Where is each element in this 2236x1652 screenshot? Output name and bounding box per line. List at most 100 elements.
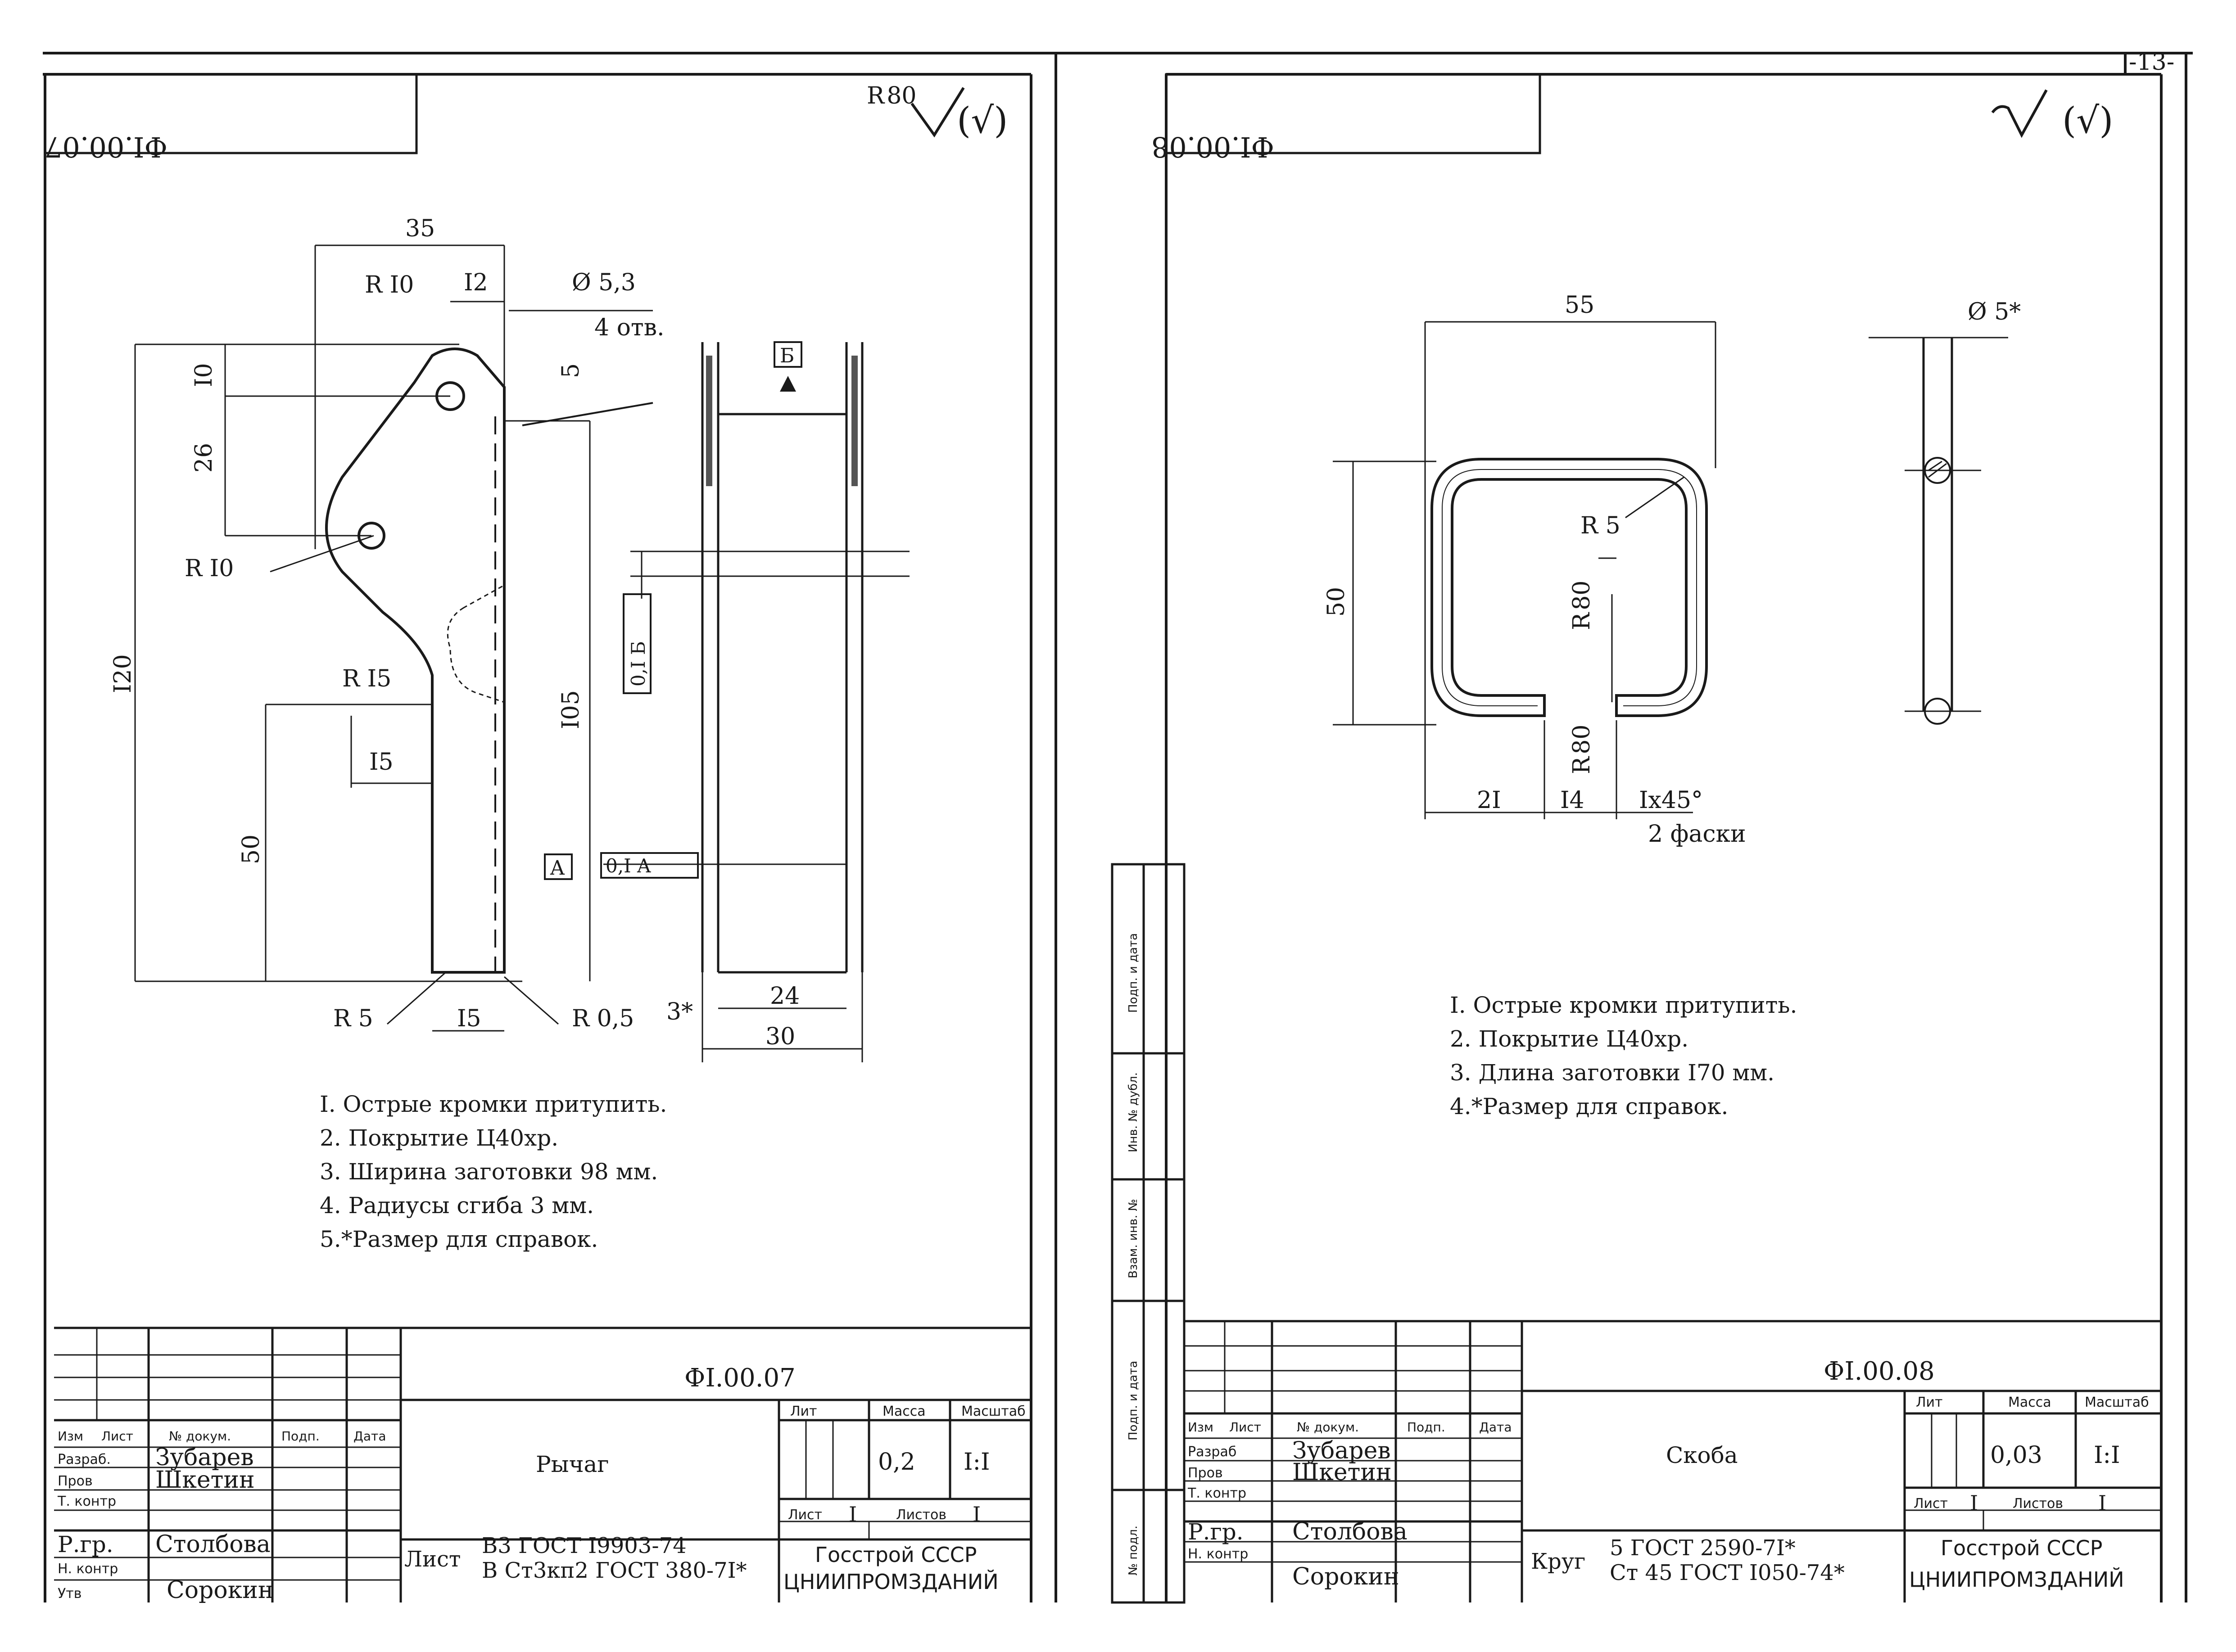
left-org-1: Госстрой СССР: [815, 1543, 977, 1567]
right-note-1: I. Острые кромки притупить.: [1450, 992, 1797, 1018]
left-sheets-no: I: [973, 1502, 981, 1526]
right-person-5: Сорокин: [1292, 1563, 1399, 1590]
right-person-4: Столбова: [1292, 1518, 1408, 1545]
side-label-3: Взам. инв. №: [1127, 1199, 1140, 1278]
right-notes: I. Острые кромки притупить. 2. Покрытие …: [1450, 992, 1797, 1119]
bracket-outline: [1430, 458, 1708, 717]
side-label-5: № подл.: [1127, 1526, 1140, 1575]
right-lit-label: Лит: [1916, 1395, 1943, 1410]
dim-15-bot: I5: [457, 1005, 481, 1032]
tol-perp-text: 0,I A: [606, 855, 651, 877]
tol-parallel-text: 0,I Б: [627, 641, 649, 686]
left-notes: I. Острые кромки притупить. 2. Покрытие …: [320, 1091, 667, 1252]
dim-105: I05: [557, 690, 584, 729]
page-number: -13-: [2129, 49, 2174, 76]
right-note-4: 4.*Размер для справок.: [1450, 1093, 1728, 1119]
right-hdr-date: Дата: [1479, 1420, 1512, 1435]
left-sheet-no: I: [849, 1502, 857, 1526]
right-note-2: 2. Покрытие Ц40хр.: [1450, 1026, 1688, 1052]
left-scale-label: Масштаб: [961, 1404, 1026, 1419]
right-note-3: 3. Длина заготовки I70 мм.: [1450, 1060, 1774, 1086]
dim-chamfer-count: 2 фаски: [1648, 821, 1746, 848]
left-org-2: ЦНИИПРОМЗДАНИЙ: [783, 1570, 999, 1594]
datum-b-label: Б: [780, 344, 794, 367]
right-hdr-izm: Изм: [1188, 1420, 1213, 1435]
right-role-1: Разраб: [1188, 1444, 1236, 1460]
left-note-5: 5.*Размер для справок.: [320, 1226, 598, 1252]
right-material-line1: 5 ГОСТ 2590-7I*: [1610, 1535, 1796, 1561]
left-note-2: 2. Покрытие Ц40хр.: [320, 1125, 558, 1151]
right-sheet-label: Лист: [1914, 1496, 1948, 1512]
lever-outline: [325, 348, 506, 974]
left-person-2: Шкетин: [155, 1467, 255, 1494]
left-hdr-doc: № докум.: [169, 1429, 231, 1444]
left-scale-value: I:I: [964, 1449, 990, 1476]
left-material-line1: В3 ГОСТ I9903-74: [482, 1533, 687, 1558]
left-mass-value: 0,2: [878, 1449, 915, 1476]
rod-side-view: [1869, 337, 2008, 725]
dim-50-right: 50: [1323, 587, 1350, 617]
left-dimension-texts: 35 R I0 I2 Ø 5,3 4 отв. I0 26 5 R I0 R I…: [109, 215, 800, 1050]
dim-dia5: Ø 5*: [1968, 298, 2021, 325]
datum-b: Б: [774, 341, 802, 392]
dim-30: 30: [765, 1023, 795, 1050]
dim-26: 26: [190, 443, 217, 473]
dim-5: 5: [557, 363, 584, 378]
left-hdr-date: Дата: [353, 1429, 386, 1444]
right-role-2: Пров: [1188, 1465, 1223, 1481]
right-hdr-sign: Подп.: [1407, 1420, 1445, 1435]
right-dimension-texts: 55 Ø 5* R 5 50 R 80 R 80 2I I4 Iх45° 2 ф…: [1323, 292, 2021, 848]
dim-24: 24: [770, 983, 800, 1010]
right-designation: ФI.00.08: [1824, 1357, 1935, 1386]
right-side-strip: Подп. и дата Инв. № дубл. Взам. инв. № П…: [1111, 863, 1186, 1604]
tolerance-frame-perpendicular: 0,I A: [600, 852, 699, 879]
right-hdr-list: Лист: [1229, 1420, 1261, 1435]
dim-rz80-a: R 80: [1568, 581, 1595, 631]
left-hdr-list: Лист: [101, 1429, 133, 1444]
lever-side-view: [630, 342, 910, 974]
left-role-2: Пров: [58, 1473, 93, 1489]
right-code-box: ФI.00.08: [1151, 73, 1541, 163]
left-note-1: I. Острые кромки притупить.: [320, 1091, 667, 1117]
right-org-2: ЦНИИПРОМЗДАНИЙ: [1909, 1567, 2124, 1592]
dim-chamfer: Iх45°: [1639, 787, 1703, 814]
right-roughness-paren: (√): [2062, 99, 2113, 141]
left-code-box: ФI.00.07: [44, 73, 418, 163]
left-note-3: 3. Ширина заготовки 98 мм.: [320, 1159, 658, 1185]
right-part-name: Скоба: [1666, 1442, 1738, 1468]
left-dimension-lines: [134, 244, 863, 1062]
left-person-4: Столбова: [155, 1531, 271, 1558]
left-role-1: Разраб.: [58, 1452, 111, 1467]
left-material-prefix: Лист: [404, 1547, 461, 1572]
right-scale-value: I:I: [2094, 1442, 2120, 1469]
right-dimension-lines: [1333, 321, 1716, 819]
right-person-1: Зубарев: [1292, 1437, 1391, 1464]
left-material-line2: В Ст3кп2 ГОСТ 380-7I*: [482, 1558, 747, 1583]
dim-diameter: Ø 5,3: [572, 269, 636, 296]
dim-21: 2I: [1477, 787, 1501, 814]
dim-r05: R 0,5: [572, 1005, 634, 1032]
datum-a: A: [544, 853, 573, 880]
right-mass-value: 0,03: [1990, 1442, 2042, 1469]
right-code-rotated: ФI.00.08: [1151, 131, 1274, 163]
left-mass-label: Масса: [883, 1404, 926, 1419]
right-material-prefix: Круг: [1531, 1549, 1585, 1574]
left-person-1: Зубарев: [155, 1444, 254, 1471]
dim-120: I20: [109, 654, 136, 693]
left-roughness-value: R 80: [867, 82, 917, 109]
right-person-2: Шкетин: [1292, 1459, 1392, 1486]
dim-r10-left: R I0: [185, 555, 234, 582]
left-role-4: Р.гр.: [58, 1531, 113, 1557]
left-role-5: Н. контр: [58, 1561, 118, 1577]
dim-15-mid: I5: [369, 749, 394, 776]
right-role-3: Т. контр: [1187, 1485, 1246, 1501]
datum-a-label: A: [550, 857, 565, 880]
left-hdr-sign: Подп.: [281, 1429, 320, 1444]
dim-55: 55: [1565, 292, 1594, 319]
tolerance-frame-parallel: 0,I Б: [623, 593, 652, 694]
dim-r5-right: R 5: [1580, 512, 1620, 539]
dim-35: 35: [405, 215, 435, 242]
side-label-4: Подп. и дата: [1127, 1361, 1140, 1440]
dim-holes: 4 отв.: [594, 314, 665, 341]
